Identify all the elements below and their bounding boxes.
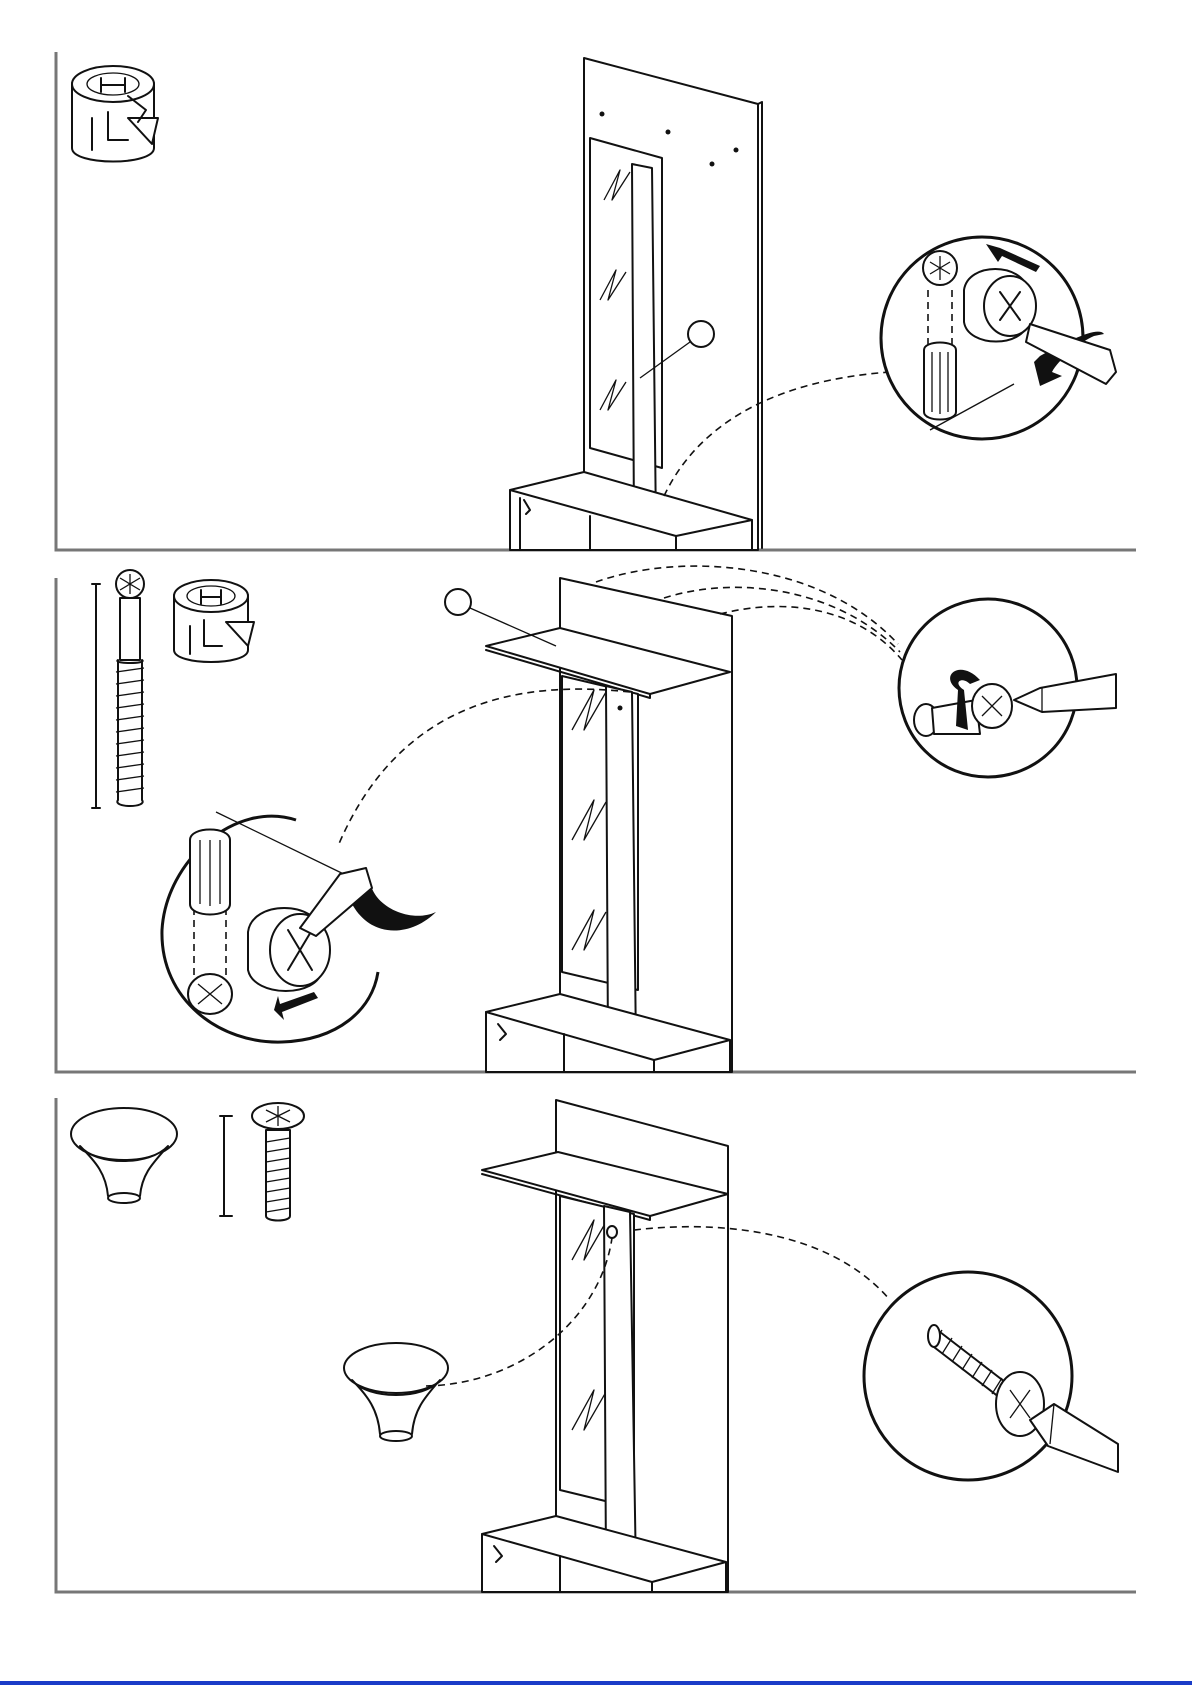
screwdriver-icon-4 xyxy=(1030,1404,1118,1472)
step-1-panel xyxy=(56,52,1136,550)
knob-screw-icon xyxy=(220,1103,304,1221)
step-2-panel xyxy=(56,566,1136,1072)
knob-icon xyxy=(71,1108,177,1203)
cam-lock-fitting-icon-2 xyxy=(174,580,254,662)
cam-dowel-screw-icon xyxy=(92,570,144,808)
step-2-leader-c xyxy=(720,606,902,660)
cam-dowel-tighten-detail xyxy=(881,237,1116,439)
page-bottom-strip xyxy=(0,1681,1192,1685)
part-callout-2 xyxy=(445,589,471,615)
step-2-furniture xyxy=(486,578,732,1072)
cam-lock-fitting-icon xyxy=(72,66,158,162)
part-callout-1 xyxy=(688,321,714,347)
cam-lock-detail xyxy=(162,812,436,1042)
knob-screw-detail xyxy=(864,1272,1118,1480)
knob-placement-icon xyxy=(344,1343,448,1441)
cam-dowel-insert-detail xyxy=(899,599,1116,777)
step-3-furniture xyxy=(482,1100,728,1592)
step-1-furniture xyxy=(510,58,762,550)
step-3-panel xyxy=(56,1098,1136,1592)
